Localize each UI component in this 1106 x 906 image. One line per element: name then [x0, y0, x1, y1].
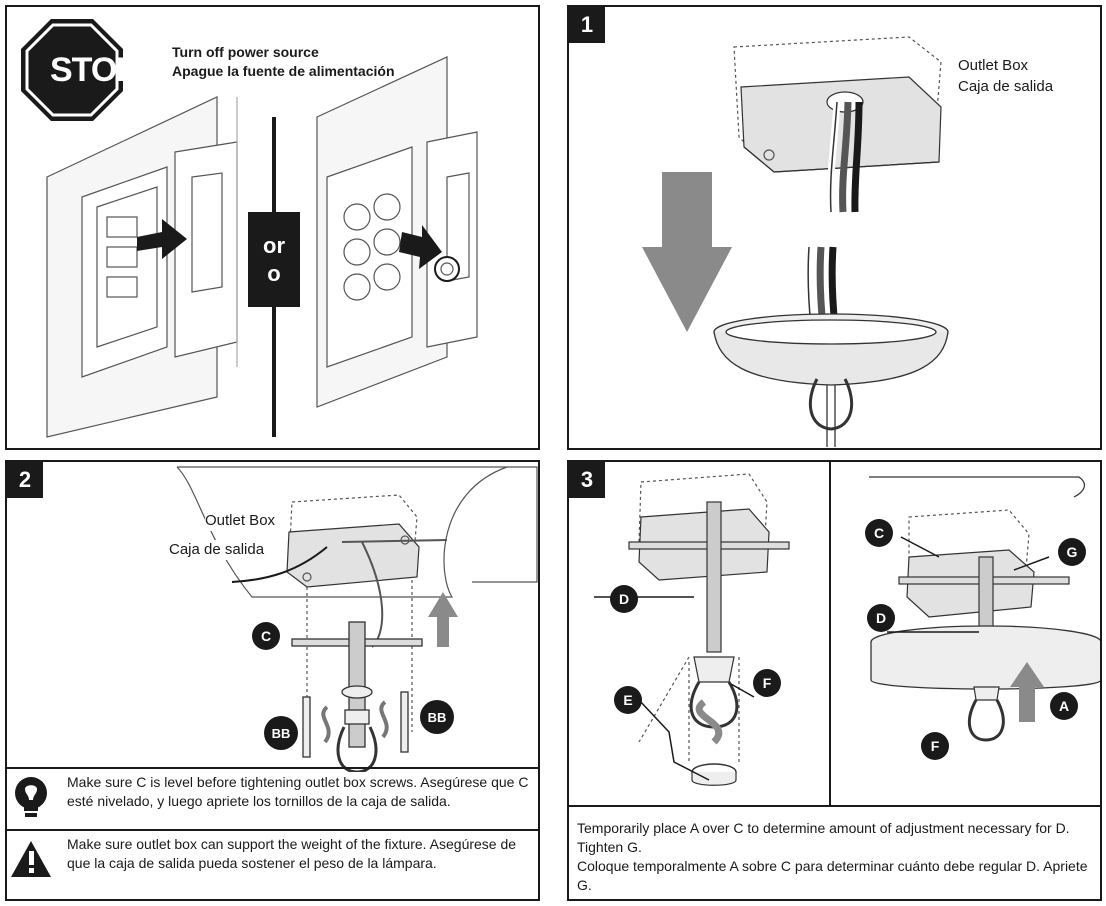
crossbar-assembly-illustration: [291, 621, 423, 772]
outlet-box-label-english: Outlet Box: [205, 511, 276, 531]
panel-power-off: STOP Turn off power source Apague la fue…: [5, 5, 540, 450]
stop-sign-text: STOP: [50, 51, 139, 89]
instruction-note: Temporarily place A over C to determine …: [569, 805, 1100, 899]
title-spanish: Apague la fuente de alimentación: [172, 63, 395, 79]
warning-text: Make sure outlet box can support the wei…: [67, 836, 517, 871]
callout-a: A: [1050, 692, 1078, 720]
callout-bb-right: BB: [420, 700, 454, 734]
panel-step-3: 3 D F E C G D A F Temporarily place A ov…: [567, 460, 1102, 901]
warning-note: Make sure outlet box can support the wei…: [7, 829, 538, 899]
panel-step-1: 1 Outlet Box Caja de salida: [567, 5, 1102, 450]
tip-text: Make sure C is level before tightening o…: [67, 774, 529, 809]
stop-sign-icon: [21, 19, 123, 121]
callout-c: C: [865, 519, 893, 547]
step-1-illustration: [642, 36, 949, 447]
tip-note: Make sure C is level before tightening o…: [7, 767, 538, 829]
breaker-panel-illustration: [46, 56, 478, 438]
callout-bb-left: BB: [264, 716, 298, 750]
callout-d-right: D: [867, 604, 895, 632]
step-2-illustration: [176, 466, 538, 772]
step-3-illustration: [594, 462, 1100, 807]
callout-c: C: [252, 622, 280, 650]
arrow-up-icon: [428, 592, 458, 647]
warning-icon: [11, 841, 51, 877]
step-number-2: 2: [7, 462, 43, 498]
step-number-3: 3: [569, 462, 605, 498]
screw-arrow-icon: [379, 700, 389, 739]
screw-arrow-icon: [321, 705, 331, 744]
canopy-illustration: [713, 313, 949, 447]
callout-g: G: [1058, 538, 1086, 566]
callout-f-right: F: [921, 732, 949, 760]
twist-arrow-icon: [695, 699, 723, 745]
instruction-english: Temporarily place A over C to determine …: [577, 820, 1070, 855]
callout-e: E: [614, 686, 642, 714]
panel-power-off-illustration: [21, 19, 478, 438]
or-badge: or o: [248, 212, 300, 307]
arrow-right-icon: [137, 219, 187, 259]
panel-step-2: 2 Outlet Box Caja de salida C BB BB Make…: [5, 460, 540, 901]
instruction-spanish: Coloque temporalmente A sobre C para det…: [577, 858, 1088, 893]
callout-d-left: D: [610, 585, 638, 613]
title-english: Turn off power source: [172, 44, 319, 60]
outlet-box-label-spanish: Caja de salida: [169, 540, 265, 560]
arrow-up-icon: [1010, 662, 1044, 722]
step-number-1: 1: [569, 7, 605, 43]
or-spanish: o: [267, 261, 281, 286]
lightbulb-icon: [15, 777, 47, 817]
arrow-down-icon: [642, 172, 732, 332]
outlet-box-label-spanish: Caja de salida: [958, 77, 1054, 97]
outlet-box-label-english: Outlet Box: [958, 56, 1029, 76]
arrow-right-icon: [399, 225, 442, 269]
or-english: or: [263, 233, 285, 258]
callout-f-left: F: [753, 669, 781, 697]
